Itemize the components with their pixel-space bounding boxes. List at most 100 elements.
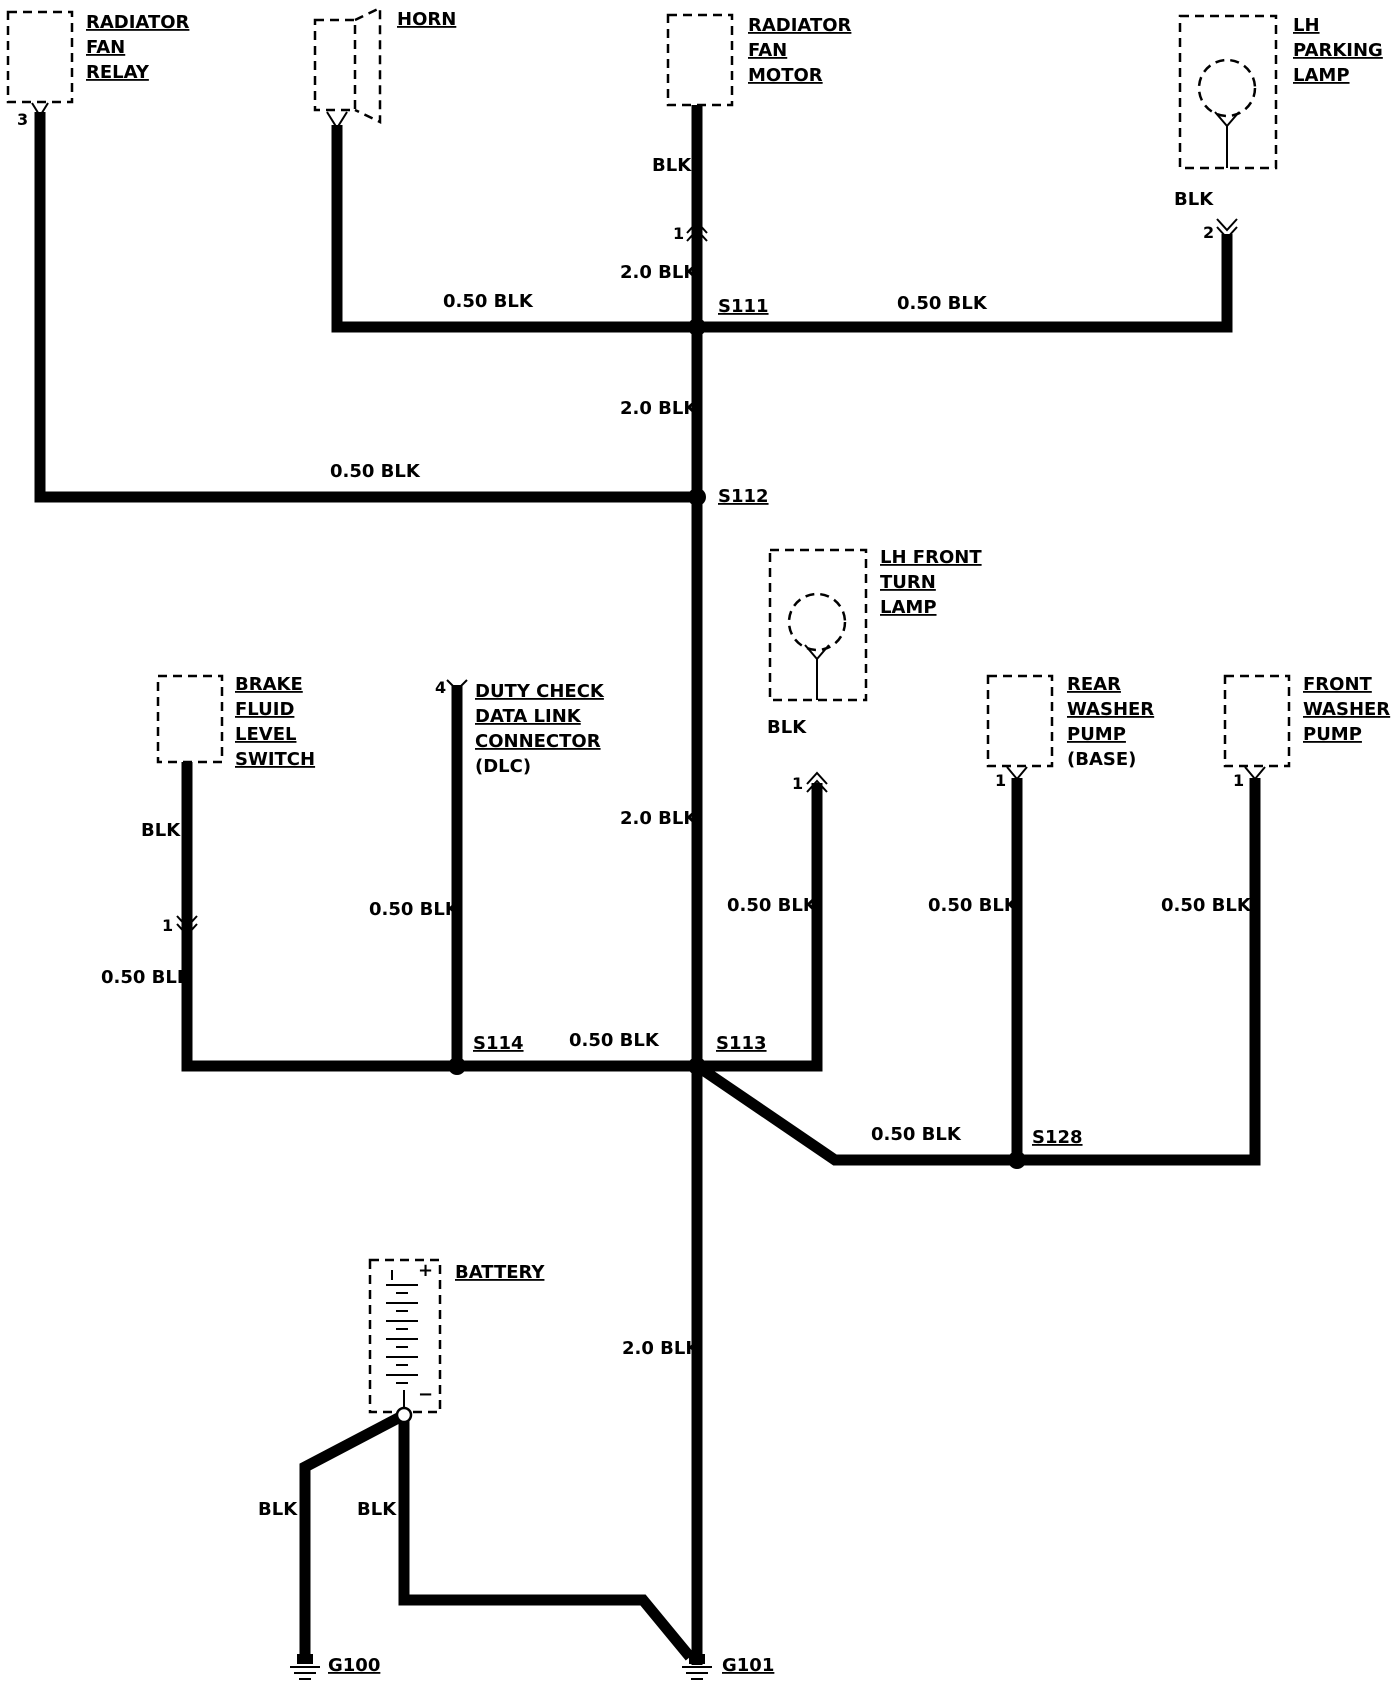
lh-front-turn-lamp: 1 LH FRONT TURN LAMP (768, 547, 982, 793)
battery-negative: − (418, 1384, 433, 1405)
horn: HORN (313, 6, 456, 130)
brake-fluid-level-switch: BRAKE FLUID LEVEL SWITCH 1 (156, 674, 315, 937)
wire-label: 2.0 BLK (622, 1338, 700, 1359)
wire-label: 2.0 BLK (620, 808, 698, 829)
front-pump-label-2: WASHER (1303, 699, 1390, 720)
dlc-label-3: CONNECTOR (475, 731, 601, 752)
brake-label-2: FLUID (235, 699, 294, 720)
parking-connector-icon (1216, 218, 1238, 240)
ground-g100-label: G100 (328, 1655, 380, 1676)
relay-label-1: RADIATOR (86, 12, 190, 33)
wire-washer-pumps (693, 778, 1261, 1166)
brake-connector-icon (176, 915, 198, 937)
battery-terminal-icon (395, 1406, 413, 1424)
dlc-pin: 4 (435, 678, 446, 697)
radiator-fan-motor: RADIATOR FAN MOTOR 1 (666, 13, 852, 243)
motor-label-1: RADIATOR (748, 15, 852, 36)
wire-label: BLK (258, 1499, 298, 1520)
turn-lamp-filament-icon (804, 644, 830, 661)
rear-pump-label-2: WASHER (1067, 699, 1154, 720)
ground-icon (290, 1654, 320, 1680)
wire-label: 0.50 BLK (330, 461, 421, 482)
horn-connector-icon (326, 111, 348, 130)
splice-s113-dot (688, 1057, 706, 1075)
rear-pump-label-3: PUMP (1067, 724, 1126, 745)
wire-labels: BLK 2.0 BLK 0.50 BLK BLK 0.50 BLK 2.0 BL… (101, 155, 1252, 1520)
wire-label: 2.0 BLK (620, 398, 698, 419)
wire-label: 0.50 BLK (727, 895, 818, 916)
wire-label: 0.50 BLK (1161, 895, 1252, 916)
splices: S111 S112 S113 S114 S128 (448, 296, 1083, 1169)
turn-lamp-bulb-icon (787, 592, 847, 652)
turn-label-2: TURN (880, 572, 936, 593)
splice-s114-label: S114 (473, 1033, 524, 1054)
duty-check-data-link-connector: 4 DUTY CHECK DATA LINK CONNECTOR (DLC) (435, 678, 605, 777)
wire-battery-g101 (398, 1418, 695, 1661)
horn-icon (354, 6, 382, 124)
front-pump-connector-icon (1244, 766, 1266, 781)
front-pump-pin: 1 (1233, 771, 1244, 790)
splice-s112-dot (688, 488, 706, 506)
wire-label: 0.50 BLK (443, 291, 534, 312)
dlc-connector-icon (446, 679, 468, 692)
wire-label: 0.50 BLK (569, 1030, 660, 1051)
front-pump-label-3: PUMP (1303, 724, 1362, 745)
splice-s111-label: S111 (718, 296, 769, 317)
wire-lh-front-turn-lamp (697, 783, 823, 1072)
brake-label-1: BRAKE (235, 674, 303, 695)
splice-s128-label: S128 (1032, 1127, 1083, 1148)
wire-label: 0.50 BLK (897, 293, 988, 314)
parking-pin: 2 (1203, 223, 1214, 242)
wire-label: BLK (141, 820, 181, 841)
relay-connector-icon (31, 102, 49, 118)
turn-label-1: LH FRONT (880, 547, 982, 568)
battery-positive: + (418, 1260, 433, 1281)
motor-label-2: FAN (748, 40, 787, 61)
wire-brake-fluid-switch (181, 762, 697, 1072)
relay-label-2: FAN (86, 37, 125, 58)
front-pump-label-1: FRONT (1303, 674, 1373, 695)
lamp-bulb-icon (1197, 58, 1257, 118)
wire-horn (331, 125, 697, 333)
rear-pump-connector-icon (1006, 766, 1028, 781)
brake-pin: 1 (162, 916, 173, 935)
ground-g101: G101 (682, 1654, 774, 1680)
rear-pump-pin: 1 (995, 771, 1006, 790)
splice-s111-dot (688, 318, 706, 336)
wire-label: 0.50 BLK (928, 895, 1019, 916)
battery-cells-icon (386, 1270, 418, 1407)
turn-label-3: LAMP (880, 597, 937, 618)
brake-label-3: LEVEL (235, 724, 296, 745)
relay-label-3: RELAY (86, 62, 150, 83)
relay-pin: 3 (17, 110, 28, 129)
wire-label: 2.0 BLK (620, 262, 698, 283)
horn-label: HORN (397, 9, 456, 30)
motor-connector-icon (686, 220, 708, 242)
dlc-label-1: DUTY CHECK (475, 681, 605, 702)
dlc-label-4: (DLC) (475, 756, 531, 777)
wire-label: BLK (652, 155, 692, 176)
motor-pin: 1 (673, 224, 684, 243)
parking-label-3: LAMP (1293, 65, 1350, 86)
parking-label-2: PARKING (1293, 40, 1383, 61)
rear-pump-label-1: REAR (1067, 674, 1121, 695)
motor-label-3: MOTOR (748, 65, 823, 86)
wire-label: BLK (1174, 189, 1214, 210)
wire-battery-g100 (299, 1410, 407, 1657)
wire-label: 0.50 BLK (871, 1124, 962, 1145)
ground-icon (682, 1654, 712, 1680)
battery: + − BATTERY (368, 1258, 545, 1424)
wire-label: 0.50 BLK (369, 899, 460, 920)
wire-lh-parking-lamp (697, 234, 1233, 333)
ground-g100: G100 (290, 1654, 380, 1680)
wire-label: 0.50 BLK (101, 967, 192, 988)
parking-label-1: LH (1293, 15, 1320, 36)
wire-label: BLK (767, 717, 807, 738)
splice-s113-label: S113 (716, 1033, 767, 1054)
front-washer-pump: 1 FRONT WASHER PUMP (1223, 674, 1390, 790)
dlc-label-2: DATA LINK (475, 706, 582, 727)
wire-label: BLK (357, 1499, 397, 1520)
splice-s114-dot (448, 1057, 466, 1075)
rear-washer-pump: 1 REAR WASHER PUMP (BASE) (986, 674, 1154, 790)
